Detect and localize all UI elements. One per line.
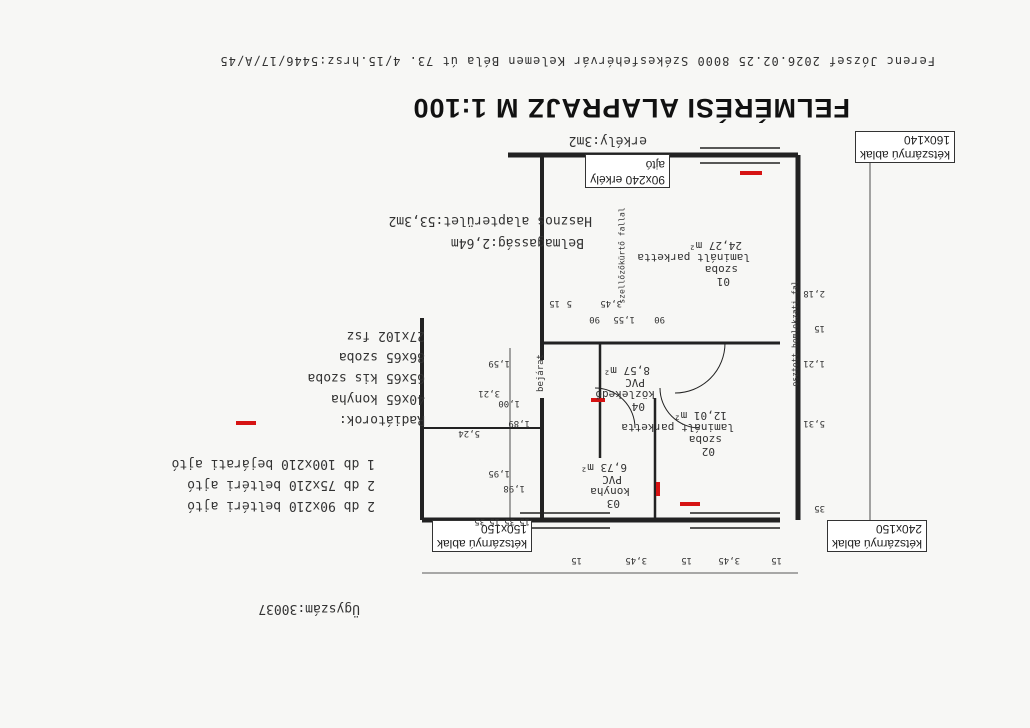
dim-right-4: 1,00 — [498, 398, 520, 408]
door-item-2: 2 db 75x210 beltéri ajtó — [187, 477, 375, 492]
room-03-floor: PVC — [602, 473, 622, 486]
door-swing-2 — [594, 387, 636, 429]
radiator-marker-2 — [680, 502, 700, 506]
ceiling-height: Belmagasság:2,64m — [450, 235, 584, 250]
radiators-heading: Radiátorok: — [338, 412, 425, 427]
room-04-name: közlekedő — [595, 388, 655, 401]
room-02-floor: laminált parketta — [621, 421, 734, 434]
radiator-item-1: 40x65 konyha — [331, 391, 425, 406]
radiator-item-4: 27x102 fsz — [346, 328, 425, 343]
room-01-name: szoba — [704, 263, 738, 276]
room-02-name: szoba — [688, 433, 722, 446]
dim-inner-4: 3,45 — [600, 298, 622, 308]
dim-left-4: 15 — [814, 323, 825, 333]
window-1-type: kétszárnyú ablak — [859, 148, 950, 162]
balcony-door-type: ajtó — [645, 158, 665, 172]
dim-right-small-4: 15 — [519, 516, 530, 526]
balcony-door-size: 90x240 erkély — [590, 173, 665, 187]
balcony-door-box: 90x240 erkély ajtó — [585, 154, 670, 188]
dim-top-2: 3,45 — [718, 555, 740, 565]
window-box-2: kétszárnyú ablak 240x150 — [826, 520, 927, 552]
dim-inner-3: 90 — [589, 314, 600, 324]
radiator-marker-4 — [591, 398, 605, 402]
window-box-1: kétszárnyú ablak 160x140 — [854, 131, 955, 163]
dim-right-7: 1,98 — [503, 483, 525, 493]
window-bottom-right — [520, 512, 610, 529]
chimney-label: szellőzőkürtő fallal — [617, 207, 627, 304]
room-01-floor: laminált parketta — [637, 251, 750, 264]
radiator-marker-1 — [740, 171, 762, 175]
door-swing-1 — [674, 342, 726, 394]
entrance-label: bejárat — [536, 354, 547, 392]
window-bottom-left — [690, 512, 780, 529]
dim-right-small-2: 15 — [489, 516, 500, 526]
room-01-num: 01 — [716, 275, 730, 288]
door-swing-3 — [659, 387, 701, 429]
dim-left-1: 5,31 — [803, 418, 825, 428]
dim-left-2: 2,18 — [803, 288, 825, 298]
dim-top-1: 15 — [771, 555, 782, 565]
facade-label: osztott homlokzati fal — [790, 280, 800, 387]
door-item-3: 1 db 100x210 bejárati ajtó — [171, 456, 376, 471]
window-2-type: kétszárnyú ablak — [831, 537, 922, 551]
dim-top-5: 15 — [571, 555, 582, 565]
room-04-floor: PVC — [625, 376, 645, 389]
room-04-area: 8,57 m² — [603, 364, 650, 377]
room-03-name: konyha — [590, 485, 630, 498]
dim-top-3: 15 — [681, 555, 692, 565]
useful-area: Hasznos alapterület:53,3m2 — [388, 213, 593, 228]
room-02-area: 12,01 m² — [674, 409, 727, 422]
dim-right-1: 5,24 — [458, 428, 480, 438]
radiators-list: Radiátorok: 40x65 konyha 65x65 kis szoba… — [308, 325, 425, 430]
dim-right-5: 1,89 — [508, 418, 530, 428]
room-03-num: 03 — [606, 497, 620, 510]
dim-inner-1: 90 — [654, 314, 665, 324]
doors-list: 2 db 90x210 beltéri ajtó 2 db 75x210 bel… — [172, 453, 376, 516]
dim-right-2: 3,21 — [478, 388, 500, 398]
dim-inner-2: 1,55 — [613, 314, 635, 324]
room-03-area: 6,73 m² — [580, 461, 627, 474]
room-04-num: 04 — [631, 400, 645, 413]
window-3-type: kétszárnyú ablak — [436, 537, 527, 551]
room-01-area: 24,27 m² — [689, 239, 742, 252]
radiator-item-3: 86x65 szoba — [338, 349, 425, 364]
radiator-item-2: 65x65 kis szoba — [307, 370, 425, 385]
window-2-size: 240x150 — [875, 522, 922, 536]
dim-left-5: 35 — [814, 503, 825, 513]
dim-left-3: 1,21 — [803, 358, 825, 368]
balcony-area: erkély:3m2 — [568, 133, 647, 148]
window-top — [700, 147, 780, 164]
dim-inner-6: 15 — [549, 298, 560, 308]
dim-inner-5: 5 — [566, 298, 572, 308]
door-item-1: 2 db 90x210 beltéri ajtó — [187, 498, 375, 513]
window-1-size: 160x140 — [903, 133, 950, 147]
dim-right-6: 1,95 — [488, 468, 510, 478]
radiator-legend-marker — [236, 421, 256, 425]
dim-right-small-3: 35 — [504, 516, 515, 526]
case-number: Ügyszám:30037 — [258, 601, 360, 616]
dim-right-small-1: 35 — [474, 516, 485, 526]
room-02-num: 02 — [701, 445, 715, 458]
dim-right-3: 1,59 — [488, 358, 510, 368]
radiator-marker-3 — [656, 482, 660, 496]
dim-top-4: 3,45 — [625, 555, 647, 565]
